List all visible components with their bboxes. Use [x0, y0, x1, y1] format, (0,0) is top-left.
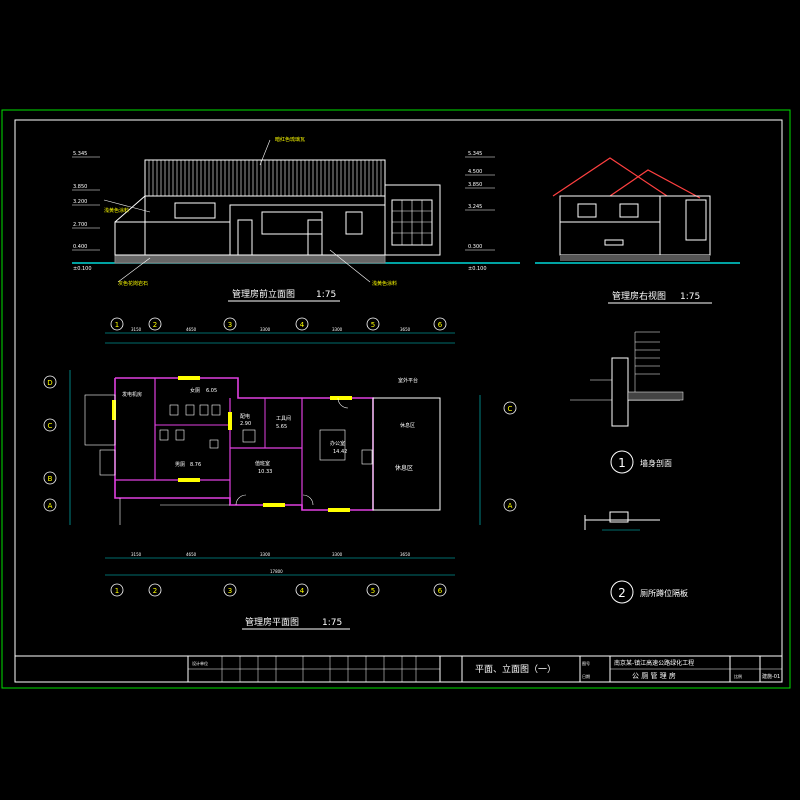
detail-1-bubble	[610, 450, 634, 474]
axis-left-label: A	[48, 502, 53, 510]
plan-dim-bottom: 3650	[400, 552, 411, 557]
front-elevation: 5.345 3.850 3.200 2.700 0.400 ±0.100 5.3…	[72, 136, 520, 302]
front-right-level: 4.500	[468, 169, 482, 175]
title-block-label: 比例	[734, 673, 742, 679]
axis-top-label: 3	[228, 321, 232, 329]
room-area: 8.76	[190, 462, 201, 468]
plan-dim-bottom: 3150	[131, 552, 142, 557]
axis-left-label: D	[47, 379, 52, 387]
front-note: 暗红色琉璃瓦	[275, 136, 305, 143]
plan-title: 管理房平面图	[245, 616, 299, 628]
front-left-level: 2.700	[73, 222, 87, 228]
plan-note: 室外平台	[398, 377, 418, 384]
detail-wall-section: 1 墙身剖面	[570, 331, 684, 474]
right-elevation: 管理房右视图 1:75	[535, 157, 740, 304]
room-area: 10.33	[258, 469, 272, 475]
axis-bottom-label: 2	[153, 587, 157, 595]
detail-2-title: 厕所蹲位隔板	[640, 588, 688, 598]
axis-right-label: A	[508, 502, 513, 510]
axis-top-label: 2	[153, 321, 157, 329]
front-left-level: 3.850	[73, 184, 87, 190]
detail-1-title: 墙身剖面	[640, 458, 672, 468]
detail-partition: 2 厕所蹲位隔板	[584, 511, 688, 604]
detail-2-bubble	[610, 580, 634, 604]
axis-top-label: 4	[300, 321, 305, 329]
room-name: 男厕	[175, 462, 185, 468]
room-name: 配电	[240, 413, 250, 420]
front-note: 灰色花岗岩石	[118, 280, 148, 287]
room-name: 值班室	[255, 460, 270, 467]
plan-dim-top: 3650	[400, 327, 411, 332]
front-note: 浅黄色涂料	[372, 280, 397, 287]
room-area: 5.65	[276, 424, 287, 430]
room-name: 休息区	[395, 464, 413, 472]
room-area: 14.42	[333, 449, 347, 455]
room-area: 2.90	[240, 421, 251, 427]
outer-border	[1, 109, 791, 689]
front-left-level: ±0.100	[73, 266, 92, 272]
front-right-level: ±0.100	[468, 266, 487, 272]
plan-dim-top: 3300	[332, 327, 343, 332]
front-right-level: 3.245	[468, 204, 482, 210]
plan-dim-total: 17800	[270, 569, 283, 574]
front-right-level: 0.300	[468, 244, 482, 250]
axis-left-label: C	[48, 422, 53, 430]
axis-right-label: C	[508, 405, 513, 413]
front-elevation-scale: 1:75	[316, 290, 336, 300]
room-area: 6.05	[206, 388, 217, 394]
plan-dim-bottom: 3300	[332, 552, 343, 557]
project-name: 南京某-镇江高速公路绿化工程	[614, 659, 694, 667]
title-block-label: 图号	[582, 660, 590, 666]
title-block-label: 设计单位	[192, 660, 208, 666]
room-name: 发电机房	[122, 391, 142, 398]
front-right-level: 5.345	[468, 151, 482, 157]
subproject-name: 公 厕 管 理 房	[632, 671, 676, 680]
front-left-level: 3.200	[73, 199, 87, 205]
title-block: 设计单位 图号 日期 比例 平面、立面图（一） 南京某-镇江高速公路绿化工程 公…	[14, 655, 783, 683]
plan-note: 休息区	[400, 422, 415, 429]
plan-dim-top: 3150	[131, 327, 142, 332]
axis-bottom-label: 3	[228, 587, 232, 595]
room-name: 女厕	[190, 387, 200, 394]
axis-top-label: 6	[438, 321, 443, 329]
front-left-level: 5.345	[73, 151, 87, 157]
room-name: 办公室	[330, 440, 345, 447]
detail-1-number: 1	[618, 456, 626, 470]
axis-top-label: 1	[115, 321, 119, 329]
plan-dim-bottom: 4650	[186, 552, 197, 557]
front-left-level: 0.400	[73, 244, 87, 250]
right-elevation-title: 管理房右视图	[612, 290, 666, 302]
plan-dim-bottom: 3300	[260, 552, 271, 557]
sheet-number: 建施-01	[762, 673, 780, 680]
right-elevation-scale: 1:75	[680, 292, 700, 302]
axis-bottom-label: 4	[300, 587, 305, 595]
front-note: 浅黄色涂料	[104, 207, 129, 214]
axis-bottom-label: 6	[438, 587, 443, 595]
detail-2-number: 2	[618, 586, 626, 600]
axis-top-label: 5	[371, 321, 375, 329]
drawing-title: 平面、立面图（一）	[475, 663, 556, 675]
plan-scale: 1:75	[322, 618, 342, 628]
plan-dim-top: 3300	[260, 327, 271, 332]
room-name: 工具间	[276, 415, 291, 422]
front-elevation-title: 管理房前立面图	[232, 288, 295, 300]
axis-bottom-label: 5	[371, 587, 375, 595]
title-block-label: 日期	[582, 673, 590, 679]
plan-dim-top: 4650	[186, 327, 197, 332]
front-right-level: 3.850	[468, 182, 482, 188]
axis-left-label: B	[48, 475, 53, 483]
floor-plan: 1 2 3 4 5 6 1 2 3 4 5 6 D C B A C A 3150…	[43, 317, 517, 630]
axis-bottom-label: 1	[115, 587, 119, 595]
